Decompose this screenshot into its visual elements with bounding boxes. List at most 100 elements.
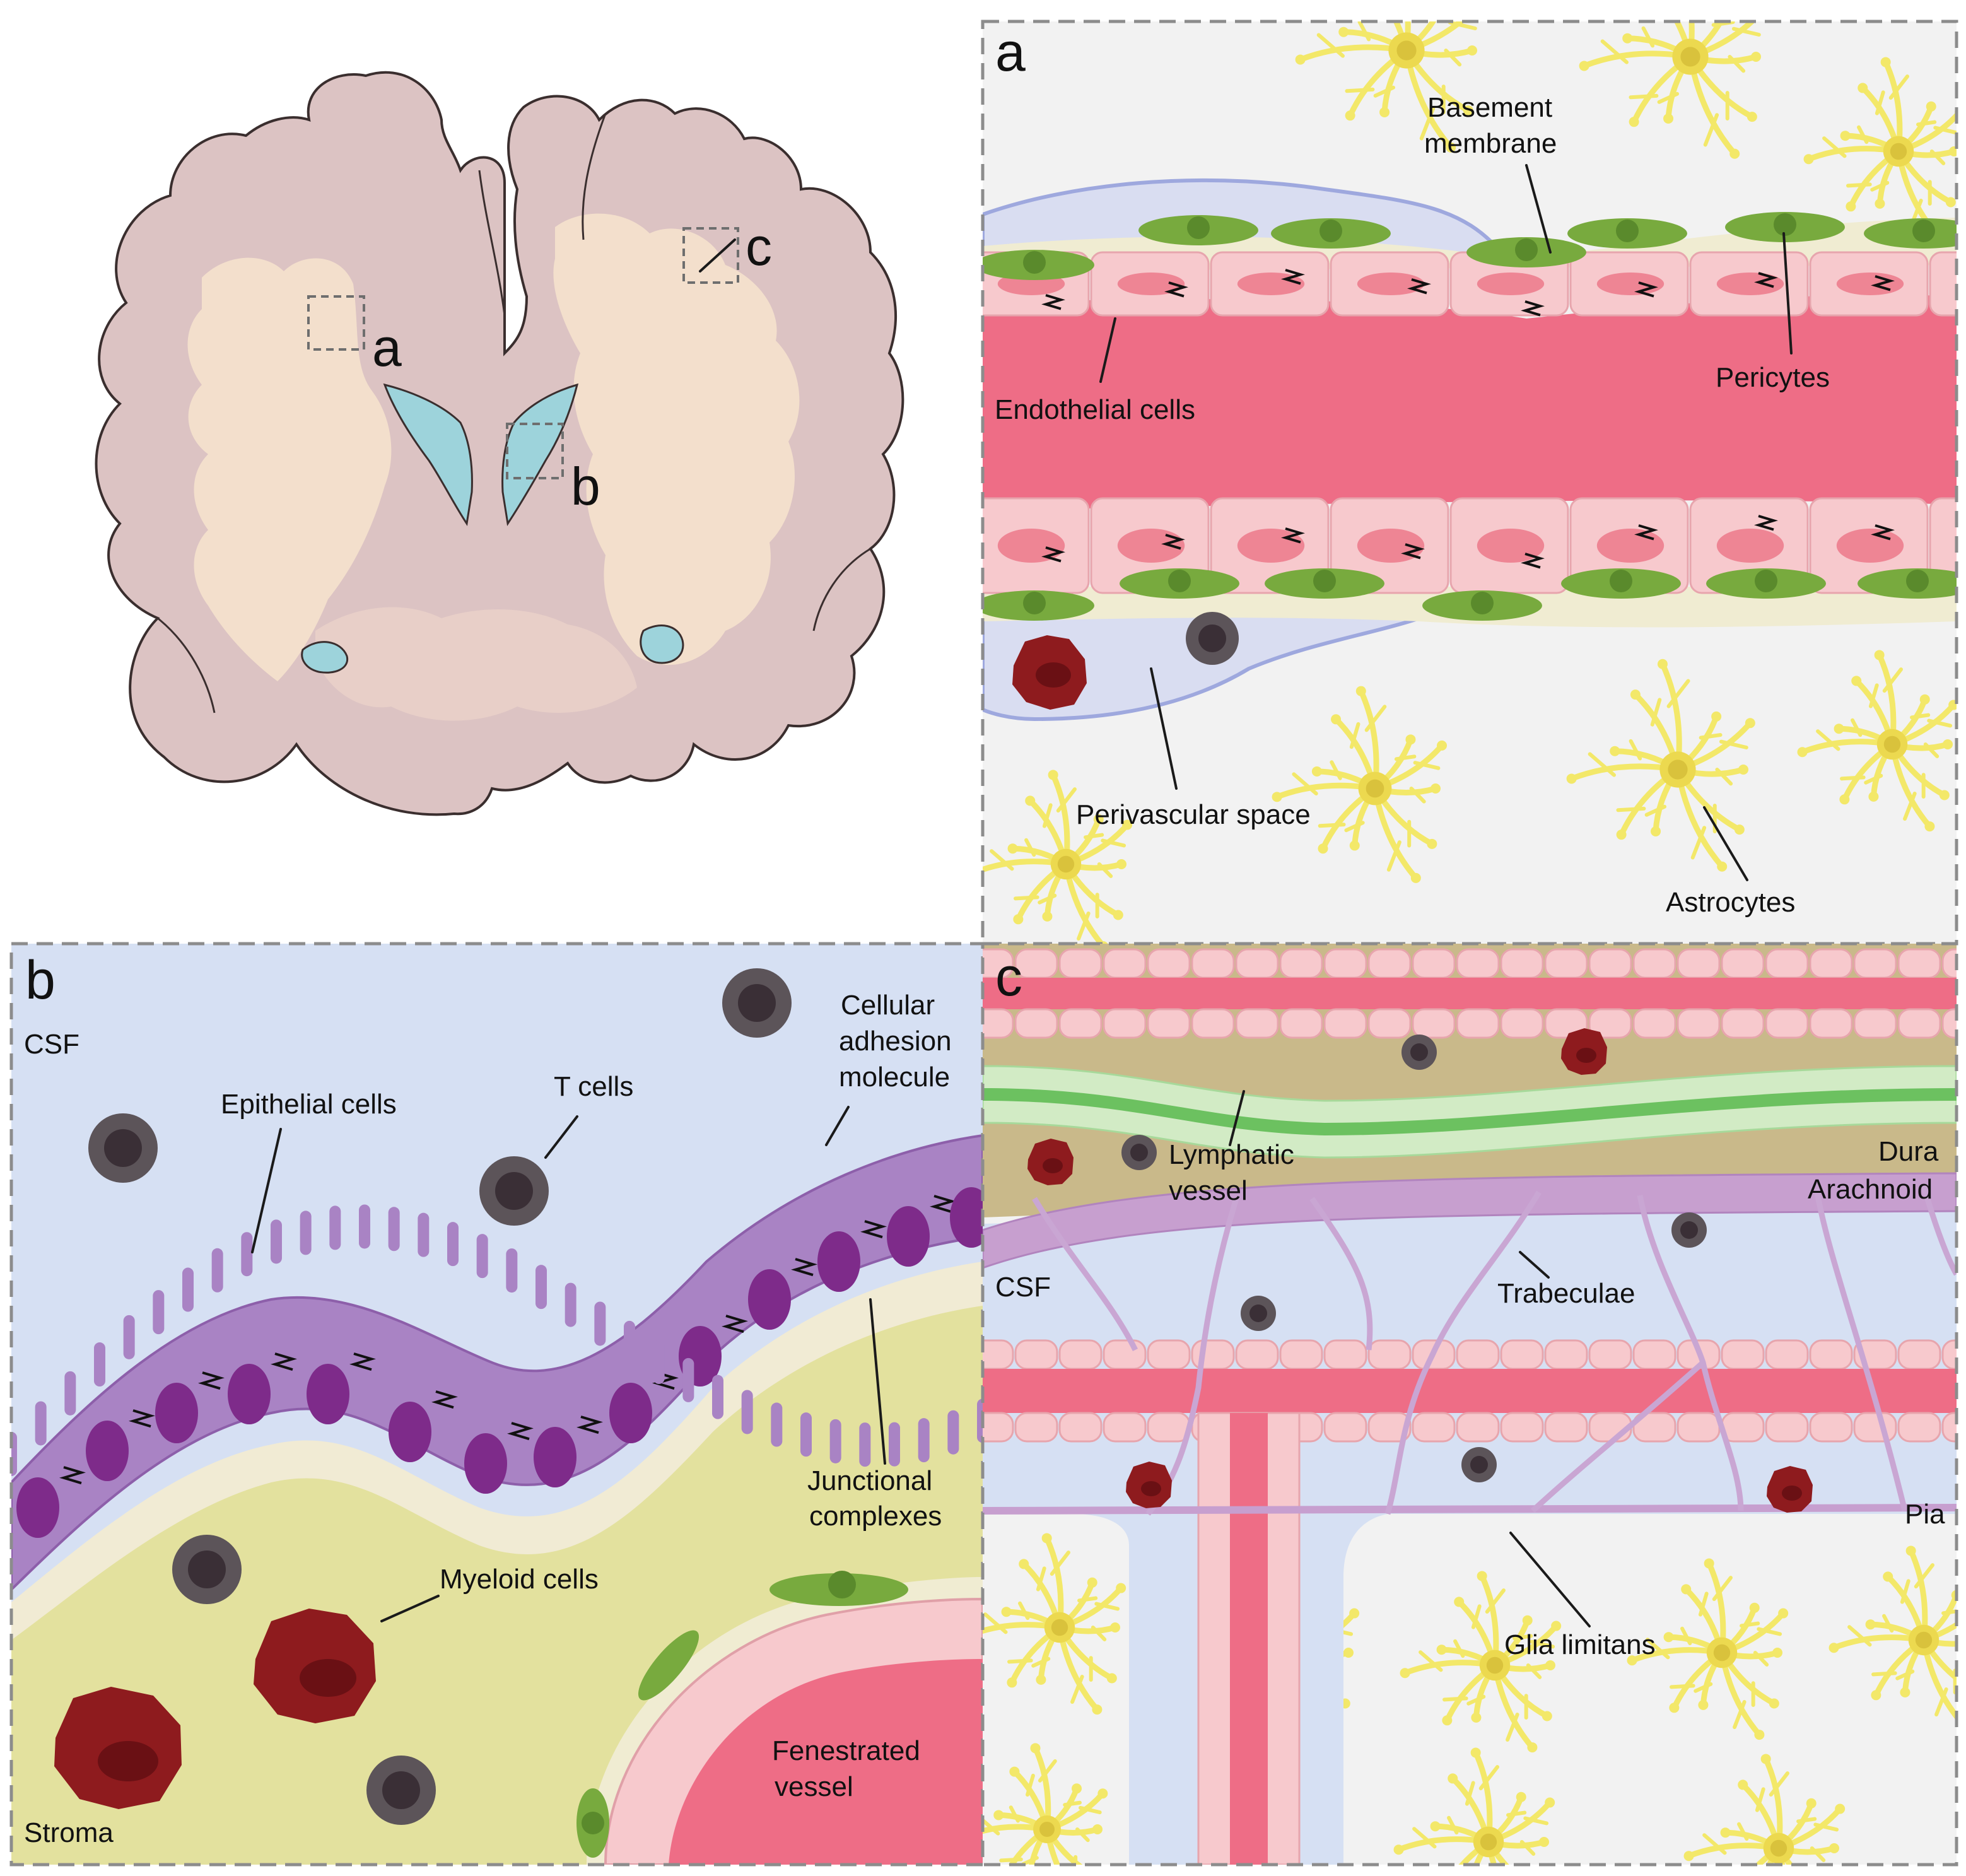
- microvillus: [506, 1248, 518, 1293]
- endothelial-cell: [1235, 1339, 1279, 1370]
- astrocyte: [1393, 1747, 1555, 1865]
- epithelial-nucleus: [228, 1364, 271, 1424]
- t-cell: [1186, 612, 1239, 665]
- endothelial-cell: [1897, 948, 1941, 979]
- myeloid-cell: [254, 1609, 376, 1723]
- arachnoid-membrane: [983, 1172, 1957, 1269]
- endothelial-cell: [1632, 1412, 1676, 1443]
- microvillus: [211, 1248, 223, 1293]
- endothelial-cell: [1588, 1339, 1632, 1370]
- astrocyte: [1683, 1754, 1846, 1865]
- ventricle-left-lateral: [383, 383, 473, 527]
- endothelial-cell: [1897, 1339, 1941, 1370]
- tight-junction: [1521, 553, 1545, 569]
- region-box-a: [307, 295, 365, 351]
- tight-junction: [1871, 275, 1895, 291]
- endothelial-cell: [1279, 1008, 1323, 1039]
- endothelial-cell: [1544, 948, 1588, 979]
- endothelial-cell: [1323, 1008, 1367, 1039]
- label-trabeculae: Trabeculae: [1497, 1278, 1635, 1309]
- t-cell: [172, 1535, 242, 1604]
- lymphatic-lumen: [983, 1088, 1957, 1135]
- brain-coronal-section: a b c: [95, 71, 904, 816]
- leader-basement-membrane: [1525, 164, 1552, 254]
- microvillus: [800, 1412, 812, 1457]
- microvillus: [771, 1402, 783, 1447]
- endothelial-cell: [1941, 948, 1957, 979]
- brain-label-b: b: [571, 457, 600, 516]
- astrocyte-group: [983, 21, 1957, 944]
- label-t-cells: T cells: [554, 1071, 633, 1102]
- myeloid-cell: [54, 1687, 182, 1809]
- epithelial-nucleus: [817, 1231, 860, 1292]
- endothelial-cell: [1014, 1412, 1058, 1443]
- endothelial-cell: [1323, 1339, 1367, 1370]
- region-box-c: [682, 227, 739, 284]
- microvillus: [447, 1222, 459, 1267]
- leader-perivascular-space: [1150, 667, 1178, 790]
- myeloid-cell: [1012, 635, 1087, 710]
- t-cell: [1401, 1035, 1437, 1070]
- endothelial-cell: [1412, 1412, 1456, 1443]
- endothelial-cell: [1500, 1008, 1544, 1039]
- brain-sulcus-lines: [157, 113, 871, 713]
- astrocyte-group: [983, 1533, 1957, 1865]
- epithelial-nucleus: [307, 1364, 349, 1424]
- microvillus: [388, 1207, 400, 1252]
- microvillus: [829, 1419, 841, 1463]
- endothelial-cell: [1014, 1008, 1058, 1039]
- endothelial-cell: [1103, 1339, 1147, 1370]
- label-stroma: Stroma: [24, 1817, 114, 1848]
- leader-epithelial-cells: [251, 1128, 282, 1253]
- endothelial-cell: [983, 1008, 1014, 1039]
- t-cell: [479, 1156, 549, 1226]
- endothelial-cell: [1632, 948, 1676, 979]
- tight-junction: [1871, 524, 1895, 541]
- endothelial-cell: [1588, 1008, 1632, 1039]
- endothelial-cell: [1632, 1008, 1676, 1039]
- brain-label-a: a: [372, 318, 402, 377]
- label-cellular-line1: Cellular: [841, 990, 935, 1021]
- endothelial-cell: [1721, 1339, 1765, 1370]
- t-cell: [1461, 1447, 1497, 1482]
- tight-junction: [1634, 524, 1658, 541]
- astrocyte: [1295, 21, 1477, 153]
- endothelial-cell: [1676, 1412, 1721, 1443]
- microvillus: [947, 1410, 959, 1455]
- t-cell: [1241, 1296, 1276, 1331]
- epithelial-nucleus: [16, 1477, 59, 1538]
- tight-junction: [1401, 543, 1425, 560]
- endothelial-cell: [1765, 948, 1809, 979]
- endothelial-cell: [1500, 1339, 1544, 1370]
- endothelial-cell: [1676, 948, 1721, 979]
- brain-label-c: c: [746, 217, 772, 276]
- endothelial-cell: [1853, 948, 1897, 979]
- microvillus: [300, 1211, 312, 1255]
- label-dura: Dura: [1878, 1136, 1939, 1167]
- astrocyte: [983, 1533, 1126, 1715]
- microvillus: [889, 1422, 900, 1467]
- endothelial-cell: [1456, 1008, 1500, 1039]
- leader-myeloid-cells: [380, 1595, 440, 1622]
- endothelial-cell: [1191, 948, 1235, 979]
- endothelial-cell: [1147, 1339, 1191, 1370]
- leader-lymphatic-vessel: [1229, 1090, 1245, 1146]
- endothelial-cell: [1500, 1412, 1544, 1443]
- panel-a: a Basement membrane Pericytes Endothelia…: [981, 20, 1958, 946]
- endothelial-cell: [1367, 1339, 1412, 1370]
- label-endothelial-cells: Endothelial cells: [995, 394, 1195, 425]
- endothelial-cell: [1103, 948, 1147, 979]
- meningeal-vessel-group: [983, 948, 1957, 1865]
- endothelial-cell: [1809, 1339, 1853, 1370]
- t-cell: [88, 1113, 158, 1183]
- endothelial-cell: [1456, 1412, 1500, 1443]
- microvillus: [271, 1219, 282, 1264]
- microvillus: [418, 1212, 430, 1257]
- leader-endothelial-cells: [1099, 317, 1116, 383]
- brain-white-matter-left: [187, 257, 392, 681]
- endothelial-cell: [1279, 948, 1323, 979]
- label-myeloid-cells: Myeloid cells: [440, 1564, 599, 1595]
- t-cell: [1671, 1212, 1707, 1248]
- tight-junction: [129, 1409, 155, 1428]
- myeloid-cell: [1126, 1462, 1172, 1508]
